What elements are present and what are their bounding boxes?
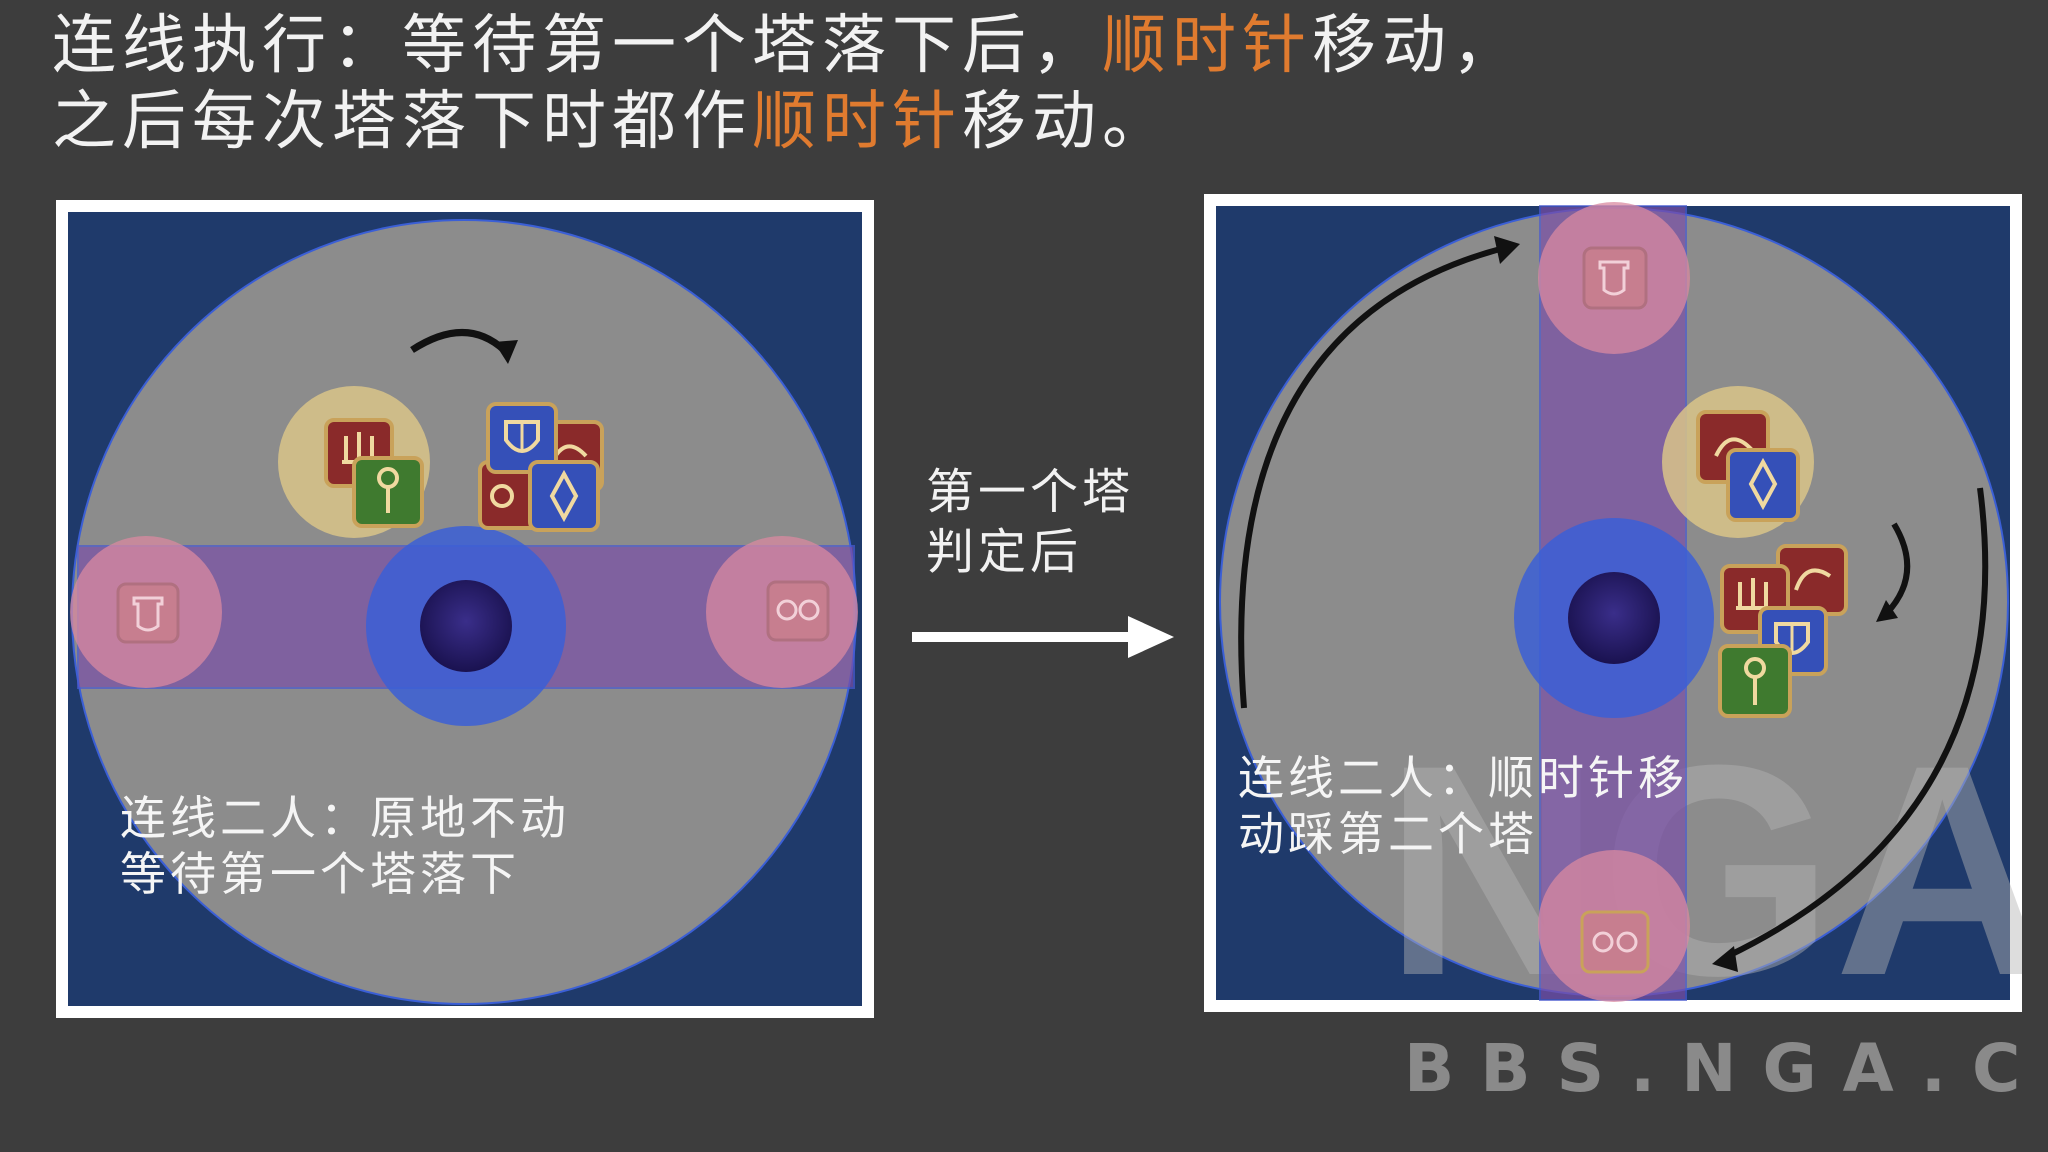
heading-line-1-highlight: 顺时针 [1102, 9, 1312, 83]
heading-line-2-highlight: 顺时针 [752, 85, 962, 159]
arrow-right-icon [912, 616, 1174, 658]
curved-arrow-head [1494, 236, 1520, 264]
footer-watermark: BBS.NGA.CN [1404, 1030, 2048, 1107]
curved-arrow-icon [1883, 522, 1911, 617]
transition-label-line-2: 判定后 [926, 524, 1083, 580]
tank-icon [528, 460, 600, 532]
tower-debuff-icon [116, 582, 180, 644]
left-note-line-1: 连线二人：原地不动 [120, 791, 570, 845]
right-note-line-1: 连线二人：顺时针移 [1238, 751, 1688, 805]
tower-debuff-icon [1582, 246, 1648, 310]
right-diagram-panel: NGA [1204, 194, 2022, 1012]
curved-arrow-icon [1238, 245, 1505, 709]
left-diagram-panel: 连线二人：原地不动 等待第一个塔落下 [56, 200, 874, 1018]
healer-icon [352, 456, 424, 528]
healer-icon [1718, 644, 1792, 718]
curved-arrow-head [1876, 600, 1898, 622]
tank-icon [1726, 448, 1800, 522]
tower-debuff-icon [1580, 910, 1650, 974]
right-note-line-2: 动踩第二个塔 [1238, 807, 1538, 861]
tower-debuff-icon [766, 580, 830, 642]
left-note: 连线二人：原地不动 等待第一个塔落下 [120, 790, 570, 902]
heading-line-1-tail: 移动， [1312, 9, 1522, 83]
heading-line-2-text: 之后每次塔落下时都作 [52, 85, 752, 159]
right-arena-svg: NGA [1216, 202, 2022, 1012]
page-heading: 连线执行：等待第一个塔落下后，顺时针移动， 之后每次塔落下时都作顺时针移动。 [52, 8, 1522, 160]
heading-line-2-tail: 移动。 [962, 85, 1172, 159]
heading-line-2: 之后每次塔落下时都作顺时针移动。 [52, 84, 1522, 160]
left-arena-svg [68, 212, 862, 1006]
nga-watermark: NGA [1384, 702, 2022, 1012]
boss-core [1568, 572, 1660, 664]
curved-arrow-head [1712, 946, 1738, 972]
transition-label-line-1: 第一个塔 [926, 464, 1135, 520]
transition-label: 第一个塔 判定后 [926, 462, 1134, 582]
boss-core [420, 580, 512, 672]
right-note: 连线二人：顺时针移 动踩第二个塔 [1238, 750, 1688, 862]
heading-line-1: 连线执行：等待第一个塔落下后，顺时针移动， [52, 8, 1522, 84]
curved-arrow-icon [1726, 487, 1989, 959]
left-note-line-2: 等待第一个塔落下 [120, 847, 520, 901]
curved-arrow-head [494, 340, 518, 364]
tank-icon [486, 402, 558, 474]
heading-line-1-text: 连线执行：等待第一个塔落下后， [52, 9, 1102, 83]
